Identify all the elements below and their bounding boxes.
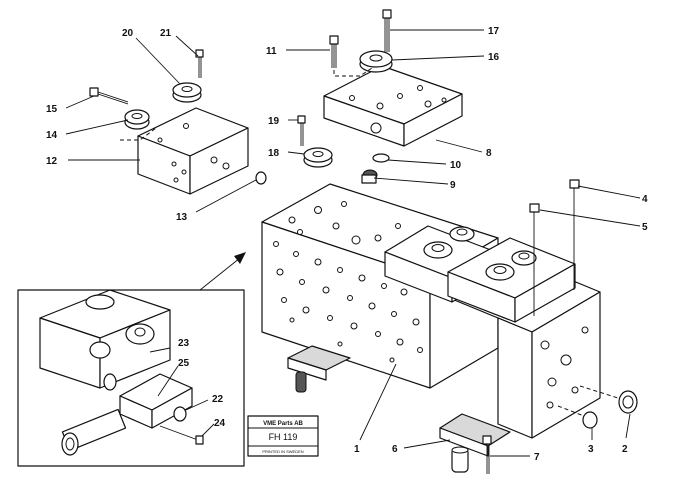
- flange-18: [303, 147, 333, 168]
- callout-23: 23: [178, 338, 190, 349]
- callout-12: 12: [46, 156, 58, 167]
- plate-code: FH 119: [269, 432, 298, 442]
- mounting-bracket-left: [287, 345, 351, 393]
- plate-label: VME Parts AB FH 119 PRINTED IN SWEDEN: [247, 415, 319, 457]
- callout-5: 5: [642, 222, 648, 233]
- plug-2: [579, 385, 638, 414]
- inset-arrow-icon: [234, 252, 246, 264]
- callout-14: 14: [46, 130, 58, 141]
- screw-21: [195, 49, 204, 78]
- screw-4: [569, 179, 580, 290]
- plug-3: [557, 405, 598, 429]
- callout-6: 6: [392, 444, 398, 455]
- plug-9: [361, 169, 378, 184]
- flange-14: [124, 109, 150, 130]
- o-ring-10: [372, 153, 390, 163]
- valve-section-b: [447, 237, 576, 323]
- callout-8: 8: [486, 148, 492, 159]
- callout-25: 25: [178, 358, 190, 369]
- upper-valve-block: [323, 65, 463, 147]
- callout-20: 20: [122, 28, 134, 39]
- callout-3: 3: [588, 444, 594, 455]
- screw-5: [529, 203, 540, 316]
- screw-19: [297, 115, 306, 146]
- screw-7: [482, 435, 492, 474]
- callout-2: 2: [622, 444, 628, 455]
- detail-inset: [17, 252, 246, 467]
- cap-flange-16: [359, 50, 393, 73]
- callout-labels: 1 2 3 4 5 6 7 8 9 10 11 12 13 14 15 16 1…: [46, 26, 648, 463]
- callout-17: 17: [488, 26, 500, 37]
- callout-19: 19: [268, 116, 280, 127]
- callout-7: 7: [534, 452, 540, 463]
- screw-11: [329, 35, 373, 77]
- o-ring-13: [255, 171, 267, 185]
- callout-18: 18: [268, 148, 280, 159]
- callout-22: 22: [212, 394, 224, 405]
- mounting-bracket-right: [439, 413, 511, 473]
- leader-lines: [65, 29, 641, 457]
- callout-15: 15: [46, 104, 58, 115]
- callout-21: 21: [160, 28, 172, 39]
- left-valve-block: [120, 107, 249, 195]
- plate-footer: PRINTED IN SWEDEN: [262, 449, 303, 454]
- callout-9: 9: [450, 180, 456, 191]
- callout-16: 16: [488, 52, 500, 63]
- plate-title: VME Parts AB: [263, 421, 303, 427]
- callout-10: 10: [450, 160, 462, 171]
- flange-20: [172, 82, 202, 103]
- callout-1: 1: [354, 444, 360, 455]
- screw-15: [89, 87, 129, 105]
- callout-24: 24: [214, 418, 226, 429]
- screw-17: [382, 9, 392, 52]
- callout-11: 11: [266, 46, 277, 57]
- callout-4: 4: [642, 194, 648, 205]
- callout-13: 13: [176, 212, 188, 223]
